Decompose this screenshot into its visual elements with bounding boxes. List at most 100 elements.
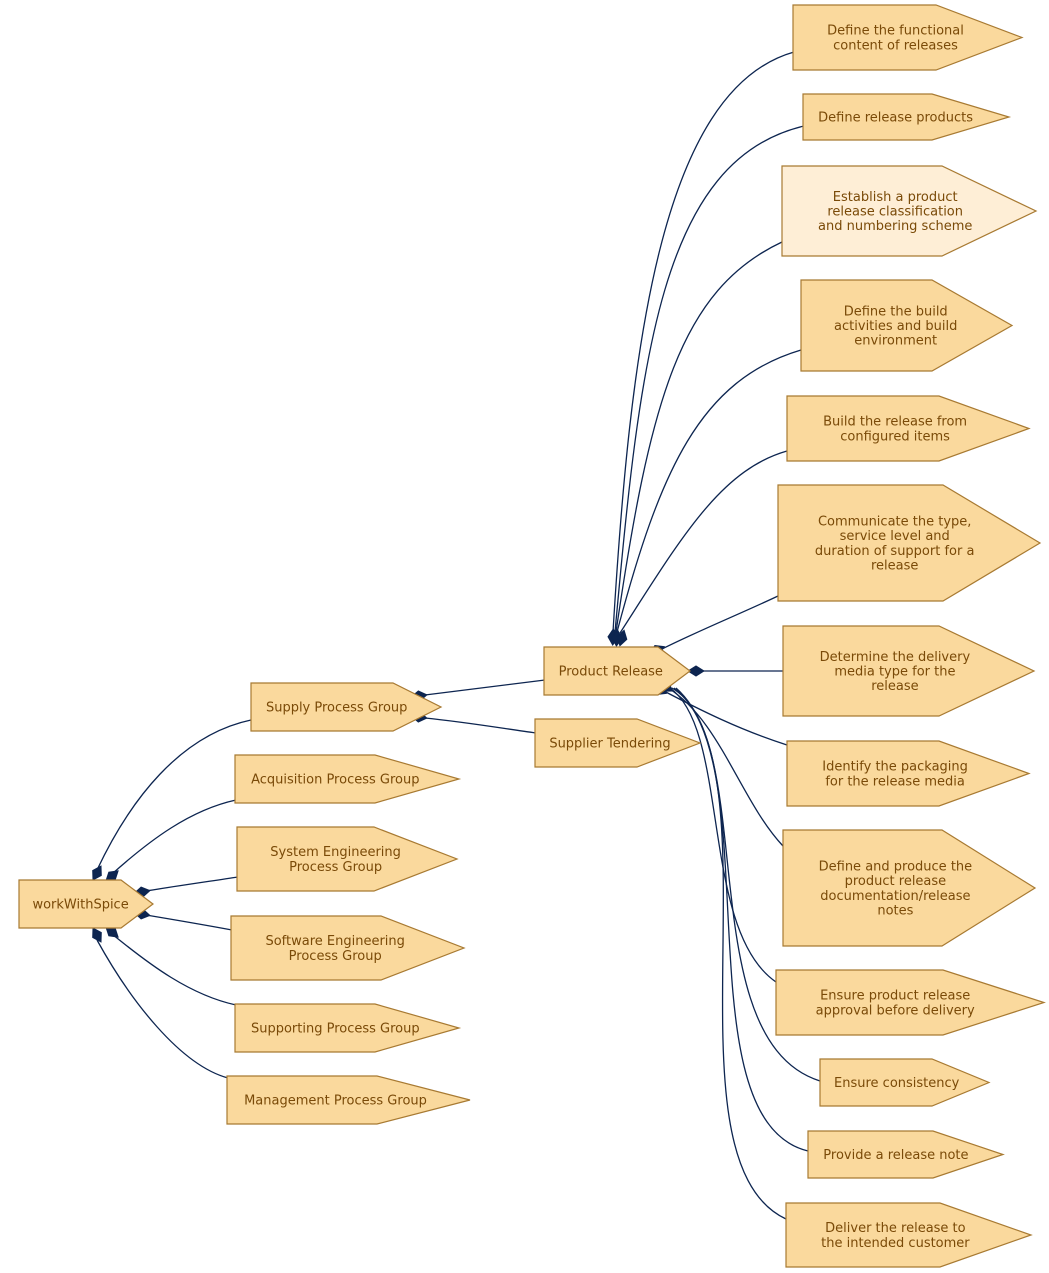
node-label-line: content of releases xyxy=(833,38,958,53)
node-label-line: Define the build xyxy=(844,304,948,319)
edge-release-to-bp3 xyxy=(615,241,783,633)
edge-release-to-bp2 xyxy=(614,125,805,633)
node-shape xyxy=(543,646,691,696)
node-shape xyxy=(775,969,1046,1036)
edge-root-to-syseng xyxy=(139,876,239,893)
edge-root-to-acquisition xyxy=(111,799,237,875)
node-shape xyxy=(807,1130,1005,1179)
node-supporting[interactable]: Supporting Process Group xyxy=(234,1003,462,1053)
edge-release-to-bp9 xyxy=(667,687,784,847)
node-bp2[interactable]: Define release products xyxy=(802,93,1012,141)
node-label-line: Supplier Tendering xyxy=(549,737,670,752)
node-label-line: release xyxy=(871,679,918,694)
node-label-line: Identify the packaging xyxy=(822,760,968,775)
node-shape xyxy=(234,754,462,804)
edge-supply-to-tendering xyxy=(424,717,537,734)
node-bp6[interactable]: Communicate the type,service level anddu… xyxy=(777,484,1042,602)
node-label-line: Determine the delivery xyxy=(820,650,971,665)
node-shape xyxy=(819,1058,991,1107)
node-label-line: documentation/release xyxy=(820,889,970,904)
node-label-line: Communicate the type, xyxy=(818,515,971,530)
edge-root-to-sweng xyxy=(139,913,233,931)
edge-release-to-bp13 xyxy=(675,687,787,1220)
node-shape xyxy=(226,1075,471,1125)
edge-release-to-bp5 xyxy=(619,450,788,634)
node-label-line: Ensure product release xyxy=(820,989,970,1004)
node-label-line: notes xyxy=(877,904,913,919)
node-management[interactable]: Management Process Group xyxy=(226,1075,471,1125)
node-label-line: product release xyxy=(845,874,947,889)
edge-root-to-supporting xyxy=(111,933,237,1006)
node-label-line: Management Process Group xyxy=(244,1094,427,1109)
node-label-line: release classification xyxy=(827,205,963,220)
node-label-line: Define the functional xyxy=(827,24,964,39)
edges-layer xyxy=(92,51,821,1220)
edge-release-to-bp10 xyxy=(669,687,777,983)
node-label-line: Process Group xyxy=(289,949,382,964)
edge-supply-to-release xyxy=(424,679,546,696)
node-label-line: Define release products xyxy=(818,111,973,126)
nodes-layer: workWithSpice Supply Process GroupAcquisi… xyxy=(18,4,1046,1268)
node-label-line: environment xyxy=(854,334,937,349)
node-supply[interactable]: Supply Process Group xyxy=(250,682,443,732)
node-label-line: the intended customer xyxy=(821,1236,970,1251)
node-label-line: Product Release xyxy=(559,665,663,680)
composition-diamond-icon xyxy=(616,629,628,647)
node-bp11[interactable]: Ensure consistency xyxy=(819,1058,991,1107)
node-shape xyxy=(230,915,466,981)
node-label-line: media type for the xyxy=(834,665,955,680)
node-label-line: configured items xyxy=(840,429,950,444)
node-label-line: Supply Process Group xyxy=(266,701,407,716)
node-tendering[interactable]: Supplier Tendering xyxy=(534,718,702,768)
node-label-line: Ensure consistency xyxy=(834,1076,960,1091)
node-shape xyxy=(792,4,1024,71)
node-shape xyxy=(786,395,1031,462)
node-label-line: Provide a release note xyxy=(823,1148,968,1163)
node-label-line: approval before delivery xyxy=(816,1003,975,1018)
node-shape xyxy=(785,1202,1033,1268)
edge-root-to-management xyxy=(96,939,229,1079)
node-shape xyxy=(534,718,702,768)
edge-release-to-bp8 xyxy=(661,689,788,746)
node-label-line: Software Engineering xyxy=(265,934,404,949)
node-label-line: and numbering scheme xyxy=(818,219,972,234)
node-root[interactable]: workWithSpice xyxy=(18,879,154,929)
composition-diamond-icon xyxy=(92,927,102,943)
node-label-line: service level and xyxy=(840,529,950,544)
node-shape xyxy=(18,879,154,929)
node-label-line: Build the release from xyxy=(823,415,967,430)
edge-release-to-bp1 xyxy=(612,51,795,633)
node-label-line: duration of support for a xyxy=(815,544,975,559)
node-label-line: Deliver the release to xyxy=(825,1221,966,1236)
node-shape xyxy=(781,165,1038,257)
edge-release-to-bp4 xyxy=(616,349,802,633)
node-label-line: Define and produce the xyxy=(819,860,973,875)
composition-diamond-icon xyxy=(92,865,102,881)
edge-root-to-supply xyxy=(96,719,252,871)
node-shape xyxy=(777,484,1042,602)
node-label-line: Supporting Process Group xyxy=(251,1022,420,1037)
node-label-line: activities and build xyxy=(834,319,957,334)
node-acquisition[interactable]: Acquisition Process Group xyxy=(234,754,462,804)
node-label-line: System Engineering xyxy=(270,845,401,860)
node-label-line: Establish a product xyxy=(833,190,958,205)
node-label-line: for the release media xyxy=(825,774,965,789)
node-label-line: Process Group xyxy=(289,860,382,875)
node-label-line: release xyxy=(871,559,918,574)
node-label-line: Acquisition Process Group xyxy=(251,773,419,788)
node-release[interactable]: Product Release xyxy=(543,646,691,696)
node-shape xyxy=(782,625,1036,717)
node-bp12[interactable]: Provide a release note xyxy=(807,1130,1005,1179)
